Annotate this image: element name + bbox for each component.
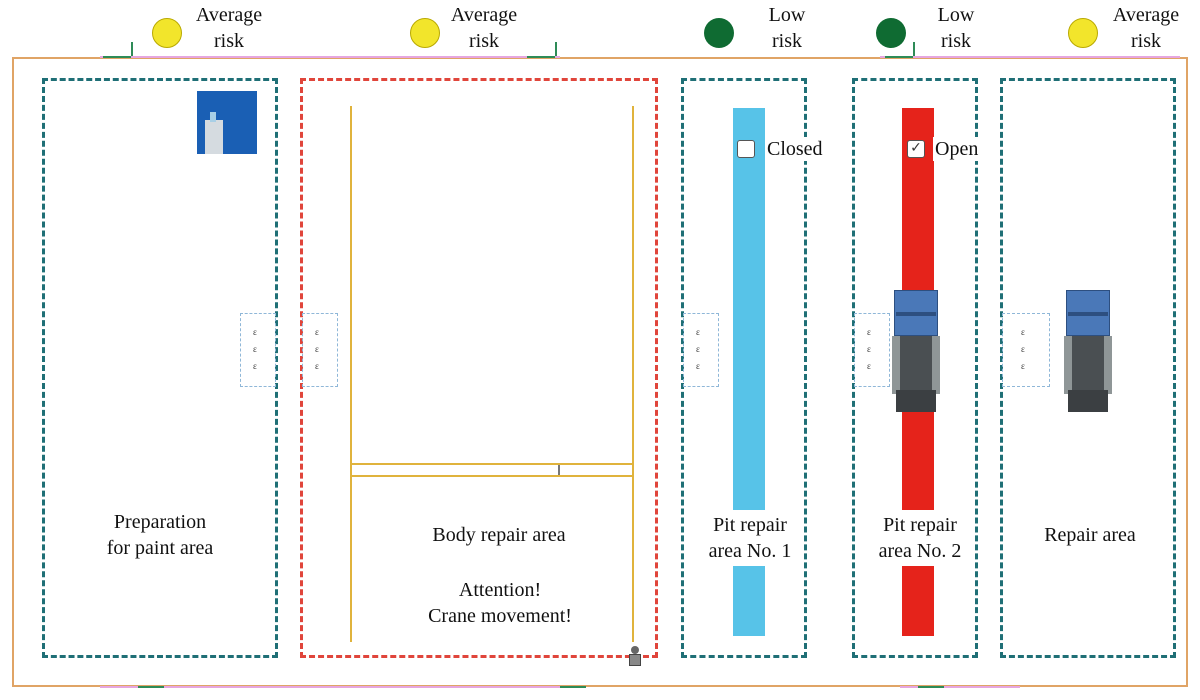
door-post bbox=[913, 42, 915, 56]
pit-1-status-checkbox[interactable] bbox=[737, 140, 755, 158]
risk-label: Average risk bbox=[1112, 4, 1180, 52]
average-risk-dot bbox=[1068, 18, 1098, 48]
door bbox=[138, 686, 164, 688]
door-post bbox=[131, 42, 133, 56]
average-risk-dot bbox=[152, 18, 182, 48]
zone-repair[interactable] bbox=[1000, 78, 1176, 658]
zone-label: Preparation for paint area bbox=[88, 507, 232, 563]
pit-1-status-label: Closed bbox=[765, 137, 825, 161]
zone-paint-prep[interactable] bbox=[42, 78, 278, 658]
door bbox=[560, 686, 586, 688]
zone-pit-1[interactable] bbox=[681, 78, 807, 658]
zone-body-repair[interactable] bbox=[300, 78, 658, 658]
low-risk-dot bbox=[704, 18, 734, 48]
risk-label: Average risk bbox=[195, 4, 263, 52]
check-icon: ✓ bbox=[910, 140, 922, 156]
crane-rail bbox=[350, 106, 352, 642]
low-risk-dot bbox=[876, 18, 906, 48]
crane-warning: Attention! Crane movement! bbox=[404, 575, 596, 631]
truck-icon[interactable] bbox=[1064, 290, 1112, 412]
door bbox=[103, 56, 131, 58]
risk-label: Low risk bbox=[768, 4, 806, 52]
door bbox=[885, 56, 913, 58]
average-risk-dot bbox=[410, 18, 440, 48]
risk-label: Average risk bbox=[450, 4, 518, 52]
building-outline bbox=[12, 57, 1188, 687]
risk-label: Low risk bbox=[937, 4, 975, 52]
truck-icon[interactable] bbox=[892, 290, 940, 412]
crane-beam[interactable] bbox=[350, 463, 634, 477]
worker-icon bbox=[628, 646, 642, 666]
paint-booth-icon bbox=[197, 91, 257, 154]
pit-2-status-label: Open bbox=[933, 137, 981, 161]
wall-segment bbox=[100, 56, 560, 58]
zone-label: Pit repair area No. 1 bbox=[698, 510, 802, 566]
pit-2-status-checkbox[interactable]: ✓ bbox=[907, 140, 925, 158]
wall-segment bbox=[900, 686, 1020, 688]
wall-segment bbox=[100, 686, 560, 688]
door-post bbox=[555, 42, 557, 56]
door bbox=[918, 686, 944, 688]
wall-segment bbox=[880, 56, 1180, 58]
zone-label: Repair area bbox=[1024, 520, 1156, 550]
door bbox=[527, 56, 555, 58]
zone-pit-2[interactable] bbox=[852, 78, 978, 658]
zone-label: Pit repair area No. 2 bbox=[866, 510, 974, 566]
zone-label: Body repair area bbox=[410, 520, 588, 550]
crane-rail bbox=[632, 106, 634, 642]
